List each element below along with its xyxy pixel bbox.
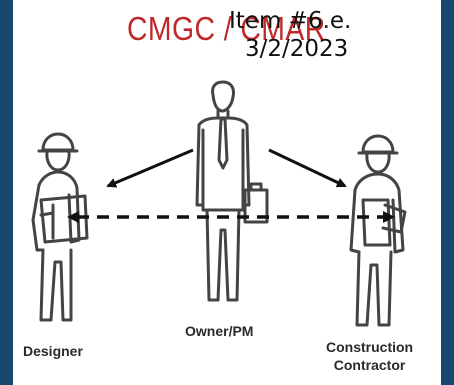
date-label: 3/2/2023 — [245, 36, 349, 62]
role-label-owner: Owner/PM — [185, 323, 254, 339]
role-label-contractor: Construction Contractor — [326, 338, 413, 374]
contract-arrow-icon — [268, 148, 347, 188]
contractor-figure-icon — [349, 134, 407, 327]
delivery-method-diagram — [31, 80, 407, 327]
slide-title: CMGC / CMAR — [127, 10, 326, 47]
role-label-contractor-line2: Contractor — [333, 357, 406, 373]
contract-arrow-icon — [106, 148, 194, 188]
slide-frame: CMGC / CMAR Item #6.e. 3/2/2023 Designer… — [13, 0, 441, 385]
role-label-contractor-line1: Construction — [326, 339, 414, 355]
role-label-designer: Designer — [23, 343, 83, 359]
designer-figure-icon — [31, 132, 89, 322]
item-number-label: Item #6.e. — [229, 8, 352, 34]
owner-figure-icon — [195, 80, 269, 302]
